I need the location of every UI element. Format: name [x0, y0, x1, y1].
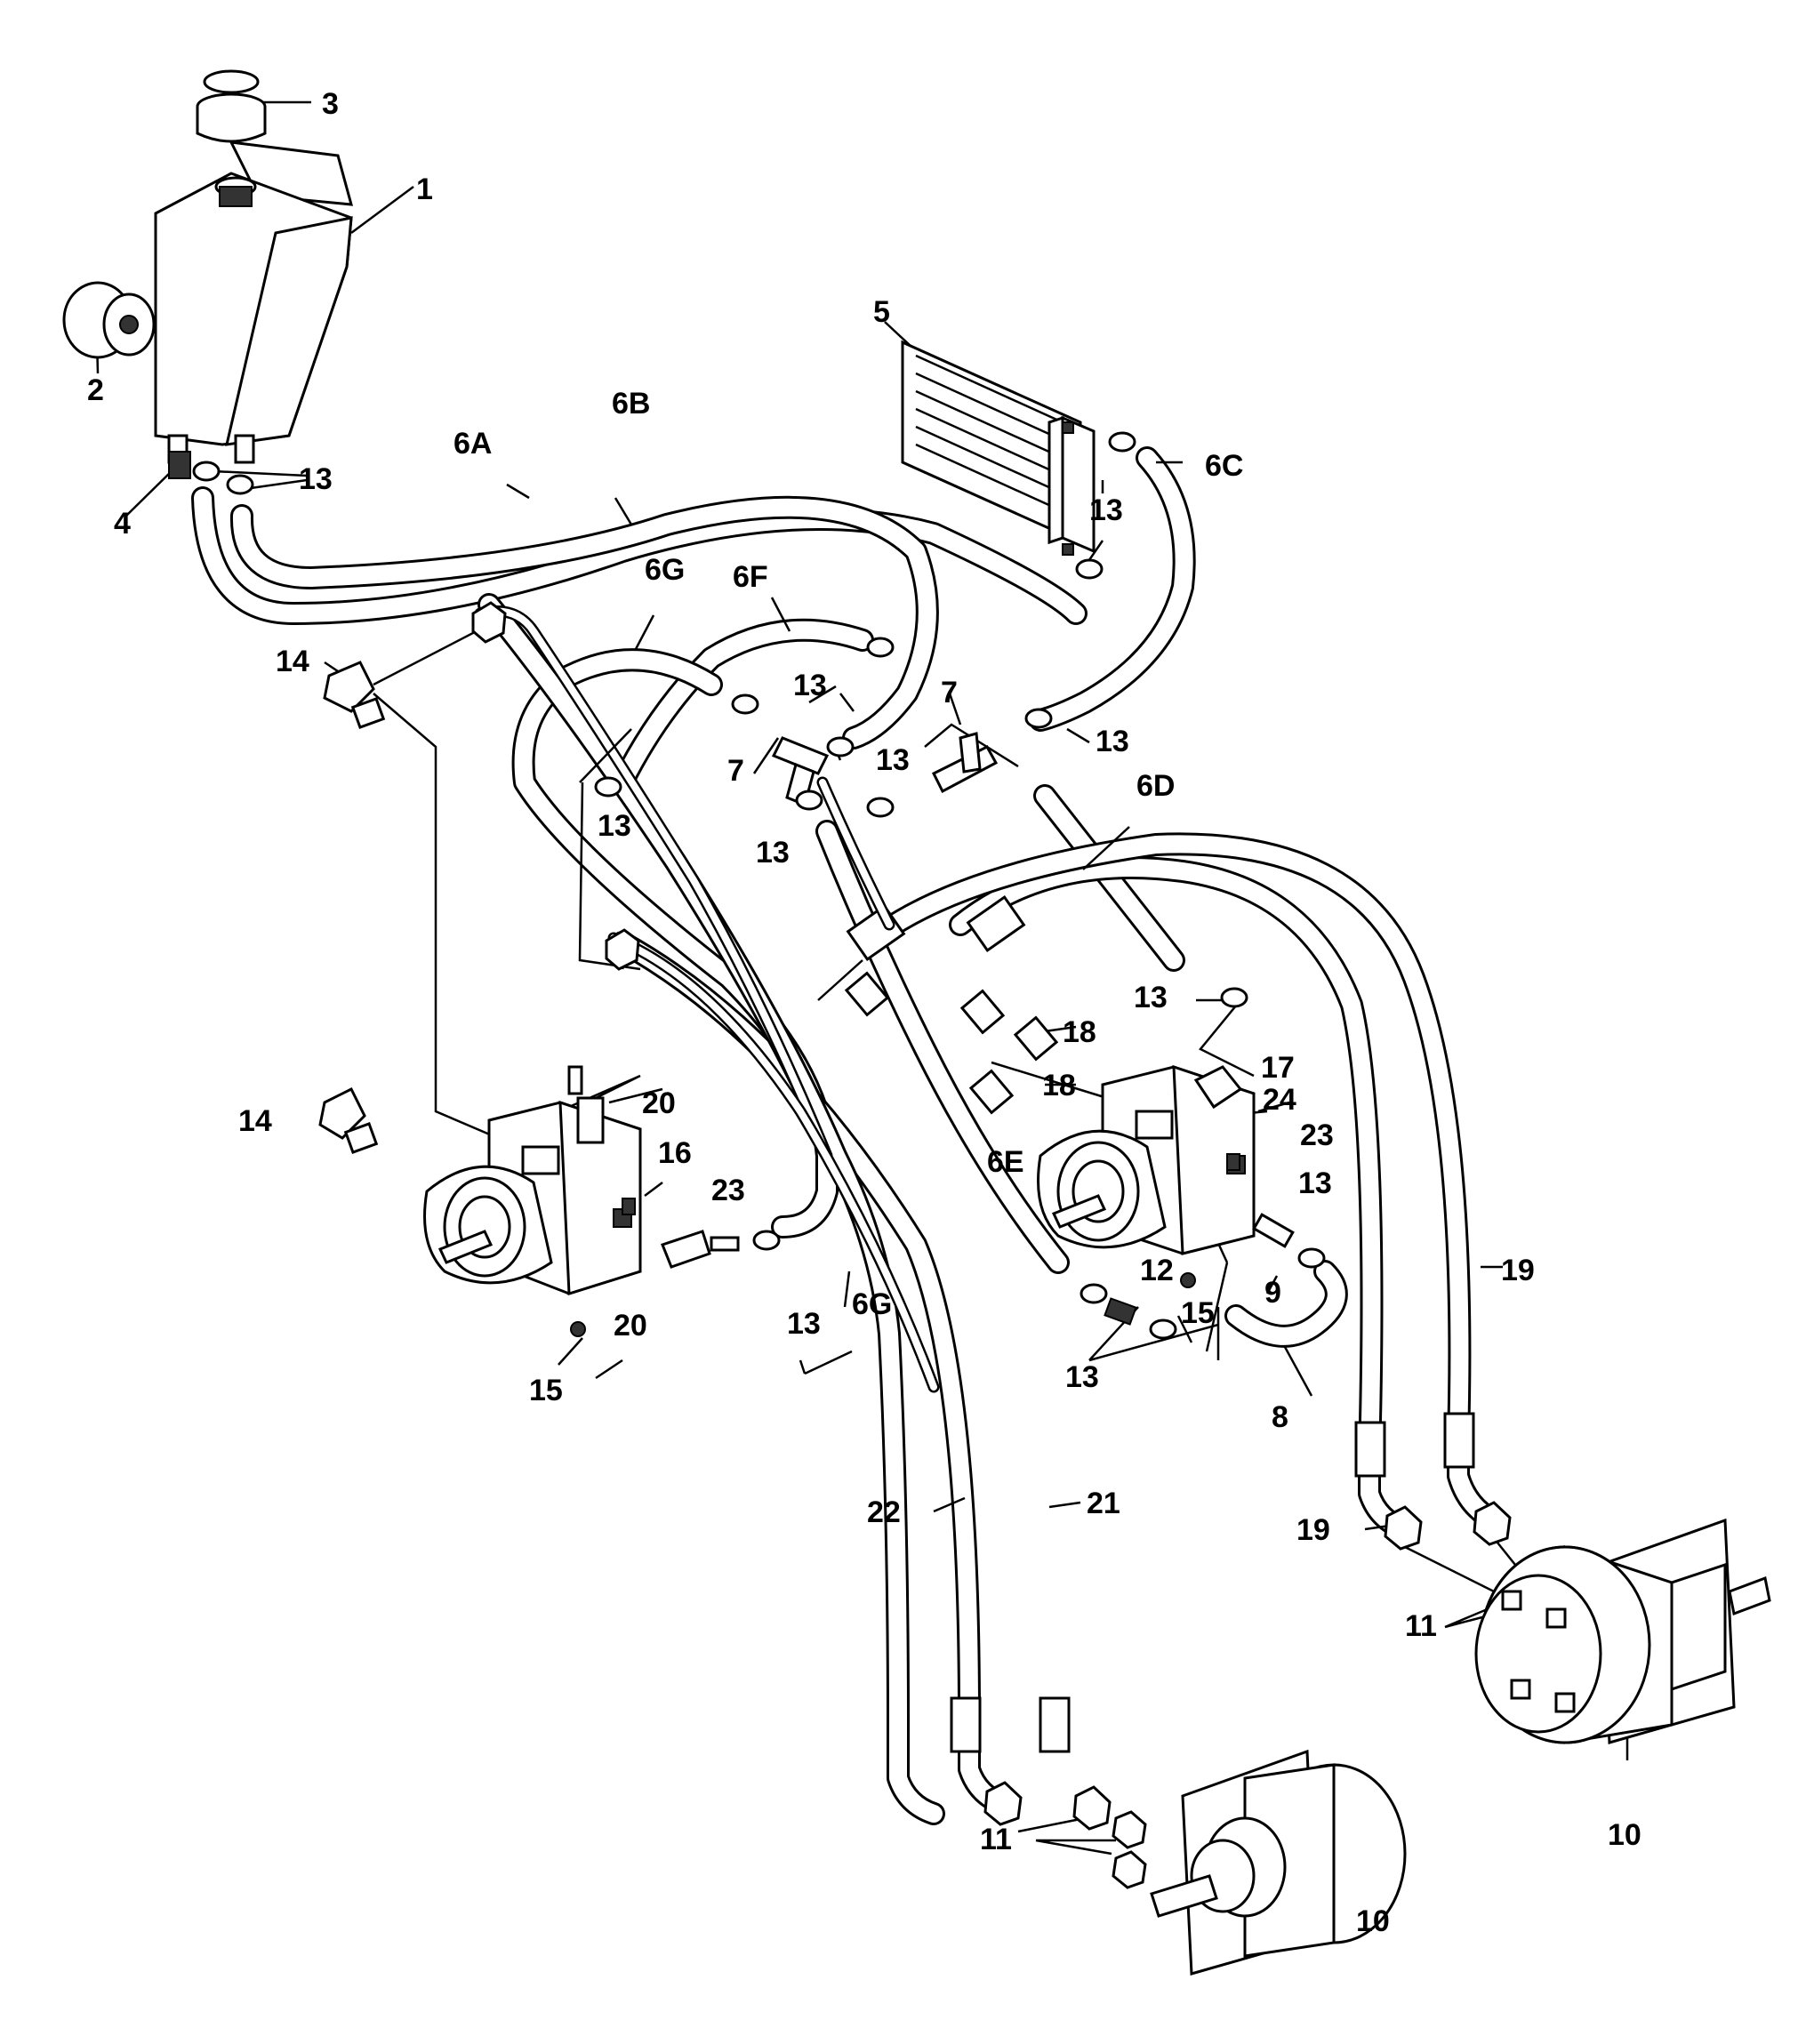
- callout-7-right: 7: [941, 676, 958, 709]
- callout-23-left: 23: [711, 1174, 745, 1207]
- callout-9: 9: [1264, 1276, 1281, 1310]
- callout-14-top: 14: [276, 645, 309, 678]
- callout-7-left: 7: [727, 754, 744, 788]
- callout-19-right: 19: [1501, 1254, 1535, 1287]
- callout-labels: 3 1 2 4 13 6A 6B 5 6C 13 6G 6F 14 13 7 1…: [87, 87, 1641, 1938]
- callout-6c: 6C: [1205, 449, 1243, 483]
- callout-13-tee-a: 13: [793, 669, 827, 702]
- callout-20-b: 20: [614, 1309, 647, 1343]
- callout-24: 24: [1263, 1083, 1296, 1117]
- callout-6g-top: 6G: [645, 553, 685, 587]
- filter: [62, 281, 156, 359]
- callout-18-b: 18: [1042, 1069, 1076, 1102]
- callout-23-right: 23: [1300, 1118, 1334, 1152]
- callout-13-cooler-a: 13: [1089, 493, 1123, 527]
- hose-8: [1224, 1260, 1348, 1348]
- callout-8: 8: [1272, 1400, 1288, 1434]
- hose-6a: [191, 486, 1088, 625]
- callout-20-a: 20: [642, 1086, 676, 1120]
- pressure-switches: [567, 1065, 1295, 1326]
- callout-5: 5: [873, 295, 890, 329]
- oil-cooler: [901, 340, 1096, 556]
- callout-1: 1: [416, 172, 433, 206]
- callout-2: 2: [87, 373, 104, 407]
- callout-13-right-c: 13: [1298, 1166, 1332, 1200]
- tee-fitting-right: [866, 708, 1053, 818]
- tee-fitting-left: [731, 693, 855, 811]
- callout-13-right-a: 13: [1096, 725, 1129, 758]
- callout-17: 17: [1261, 1051, 1295, 1085]
- callout-12: 12: [1140, 1254, 1174, 1287]
- callout-10-left: 10: [1356, 1904, 1390, 1938]
- callout-6d: 6D: [1136, 769, 1175, 803]
- callout-18-a: 18: [1063, 1015, 1096, 1049]
- callout-13-tee-c: 13: [756, 836, 790, 870]
- callout-13-tank: 13: [299, 462, 333, 496]
- hose-6e: [815, 820, 1070, 1274]
- callout-13-mid: 13: [787, 1307, 821, 1341]
- tank-hose-clamps: [192, 461, 254, 495]
- hydraulic-motor-left: [1150, 1749, 1407, 1976]
- callout-13-left: 13: [598, 809, 631, 843]
- callout-6e: 6E: [987, 1145, 1024, 1179]
- hydraulic-pump-left: [423, 1100, 642, 1296]
- callout-6f: 6F: [733, 560, 768, 594]
- misc-clamps: [594, 637, 1326, 1340]
- callout-15-right: 15: [1181, 1296, 1215, 1330]
- callout-11-left: 11: [980, 1823, 1012, 1856]
- callout-13-bottom: 13: [1065, 1360, 1099, 1394]
- callout-14-bottom: 14: [238, 1104, 272, 1138]
- hose-6f: [611, 618, 874, 794]
- cooler-clamps: [1075, 431, 1136, 580]
- callout-22: 22: [867, 1495, 901, 1529]
- callout-16: 16: [658, 1136, 692, 1170]
- callout-3: 3: [322, 87, 339, 121]
- tank-cap: [196, 69, 267, 143]
- callout-19-left: 19: [1296, 1513, 1330, 1547]
- callout-6b: 6B: [612, 387, 650, 421]
- callout-13-right-b: 13: [1134, 981, 1168, 1014]
- hydraulic-tank: [154, 140, 354, 464]
- callout-10-right: 10: [1608, 1818, 1641, 1852]
- hose-6c: [1029, 446, 1196, 732]
- callout-21: 21: [1087, 1487, 1120, 1520]
- elbow-fitting-bottom: [318, 1086, 379, 1154]
- callout-6g-bottom: 6G: [852, 1287, 892, 1321]
- hose-crimp-fittings: [846, 895, 1475, 1753]
- hose-6b: [229, 495, 939, 749]
- elbow-fitting-top: [323, 661, 386, 729]
- callout-6a: 6A: [454, 427, 492, 461]
- tube-lines: [474, 605, 940, 1393]
- callout-15-left: 15: [529, 1374, 563, 1407]
- callout-11-right: 11: [1405, 1609, 1437, 1643]
- callout-4: 4: [114, 507, 131, 541]
- hydraulic-motor-right: [1474, 1518, 1771, 1744]
- straight-fittings: [570, 971, 1240, 1337]
- callout-13-tee-b: 13: [876, 743, 910, 777]
- tube-nuts: [471, 601, 640, 971]
- tank-fitting: [168, 451, 191, 479]
